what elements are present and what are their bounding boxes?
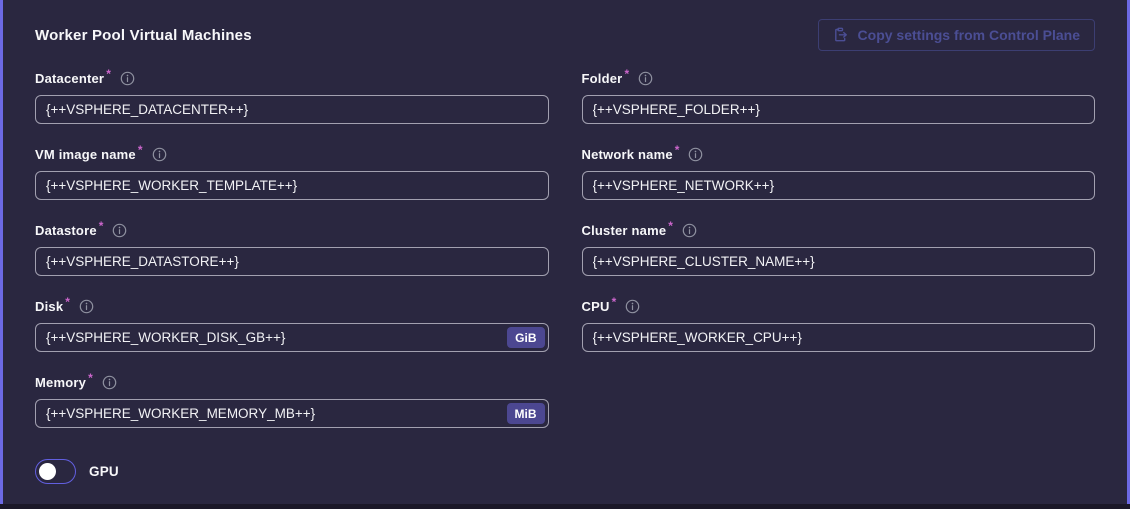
required-asterisk: * (106, 67, 111, 81)
panel-title: Worker Pool Virtual Machines (35, 26, 252, 44)
vm-image-name-input[interactable] (35, 171, 549, 200)
left-column: Datacenter * VM image name * (35, 67, 549, 450)
required-asterisk: * (668, 219, 673, 233)
copy-settings-label: Copy settings from Control Plane (857, 27, 1080, 43)
folder-input[interactable] (581, 95, 1095, 124)
right-column: Folder * Network name * (581, 67, 1095, 450)
form-grid: Datacenter * VM image name * (35, 67, 1095, 450)
datacenter-label: Datacenter (35, 70, 105, 86)
cpu-input[interactable] (581, 323, 1095, 352)
required-asterisk: * (624, 67, 630, 81)
folder-label: Folder (581, 70, 623, 86)
vm-image-name-label: VM image name (35, 146, 136, 162)
cluster-name-input[interactable] (581, 247, 1095, 276)
field-folder: Folder * (581, 67, 1095, 146)
datastore-input[interactable] (35, 247, 549, 276)
disk-unit-badge: GiB (507, 327, 545, 348)
info-icon[interactable] (688, 147, 703, 162)
required-asterisk: * (98, 219, 104, 233)
copy-settings-button[interactable]: Copy settings from Control Plane (817, 19, 1095, 51)
clipboard-arrow-icon (833, 27, 849, 43)
info-icon[interactable] (79, 299, 94, 314)
panel-header: Worker Pool Virtual Machines Copy settin… (35, 19, 1095, 51)
info-icon[interactable] (152, 147, 167, 162)
required-asterisk: * (88, 371, 93, 385)
field-datastore: Datastore * (35, 219, 549, 298)
field-cluster-name: Cluster name * (581, 219, 1095, 298)
info-icon[interactable] (625, 299, 640, 314)
info-icon[interactable] (112, 223, 127, 238)
required-asterisk: * (674, 143, 680, 157)
disk-input[interactable] (35, 323, 549, 352)
info-icon[interactable] (120, 71, 135, 86)
network-name-input[interactable] (581, 171, 1095, 200)
field-network-name: Network name * (581, 143, 1095, 222)
info-icon[interactable] (682, 223, 697, 238)
required-asterisk: * (65, 295, 70, 309)
cluster-name-label: Cluster name (581, 222, 667, 238)
memory-input[interactable] (35, 399, 549, 428)
memory-unit-badge: MiB (506, 403, 545, 424)
gpu-toggle-label: GPU (89, 464, 119, 479)
cpu-label: CPU (581, 298, 610, 314)
field-disk: Disk * GiB (35, 295, 549, 374)
field-memory: Memory * MiB (35, 371, 549, 450)
field-datacenter: Datacenter * (35, 67, 549, 146)
info-icon[interactable] (102, 375, 117, 390)
memory-label: Memory (35, 374, 87, 390)
gpu-toggle-row: GPU (35, 459, 1095, 484)
disk-label: Disk (35, 298, 64, 314)
field-vm-image-name: VM image name * (35, 143, 549, 222)
network-name-label: Network name (581, 146, 673, 162)
info-icon[interactable] (638, 71, 653, 86)
field-cpu: CPU * (581, 295, 1095, 374)
datastore-label: Datastore (35, 222, 97, 238)
required-asterisk: * (611, 295, 617, 309)
required-asterisk: * (137, 143, 143, 157)
datacenter-input[interactable] (35, 95, 549, 124)
gpu-toggle[interactable] (35, 459, 76, 484)
toggle-knob-icon (39, 462, 56, 480)
